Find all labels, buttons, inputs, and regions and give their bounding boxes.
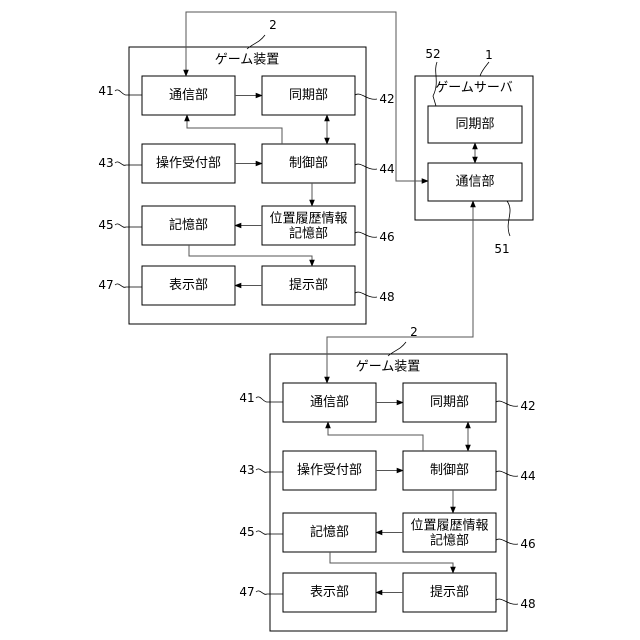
storage-unit-label: 記憶部 bbox=[310, 524, 349, 540]
storage-unit: 記憶部 bbox=[142, 206, 235, 245]
storage-unit: 記憶部 bbox=[283, 513, 376, 552]
comm-ref: 41 bbox=[98, 84, 113, 98]
control-unit-label: 制御部 bbox=[289, 156, 328, 171]
sync-unit-label: 同期部 bbox=[430, 395, 469, 410]
game-device-title: ゲーム装置 bbox=[215, 53, 280, 68]
display-unit: 表示部 bbox=[283, 573, 376, 612]
presenter-unit-label: 提示部 bbox=[430, 584, 469, 600]
comm-unit-label: 通信部 bbox=[169, 88, 208, 103]
control-unit-label: 制御部 bbox=[430, 463, 469, 478]
game-device-title: ゲーム装置 bbox=[356, 360, 421, 375]
storage-ref: 45 bbox=[239, 525, 254, 539]
display-unit-label: 表示部 bbox=[169, 278, 208, 293]
display-unit: 表示部 bbox=[142, 266, 235, 305]
storage-ref: 45 bbox=[98, 218, 113, 232]
comm-unit-label: 通信部 bbox=[310, 395, 349, 410]
control-ref: 44 bbox=[520, 469, 535, 483]
input-unit: 操作受付部 bbox=[283, 451, 376, 490]
game-device-1: ゲーム装置 2 通信部 同期部操作受付部 制御部記憶部 位置履歴情報記憶部表示部 提示部 41… bbox=[98, 18, 394, 324]
sync-ref: 42 bbox=[520, 399, 535, 413]
display-unit-label: 表示部 bbox=[310, 585, 349, 600]
control-unit: 制御部 bbox=[262, 144, 355, 183]
sync-ref: 42 bbox=[379, 92, 394, 106]
history-ref: 46 bbox=[379, 230, 394, 244]
input-unit-label: 操作受付部 bbox=[156, 155, 221, 171]
sync-unit: 同期部 bbox=[262, 76, 355, 115]
storage-to-presenter-arrow bbox=[189, 245, 312, 266]
presenter-unit: 提示部 bbox=[403, 573, 496, 612]
server-ref-leader bbox=[480, 62, 489, 76]
history-unit: 位置履歴情報記憶部 bbox=[262, 206, 355, 245]
input-ref: 43 bbox=[239, 463, 254, 477]
control-unit: 制御部 bbox=[403, 451, 496, 490]
input-ref: 43 bbox=[98, 156, 113, 170]
server-sync-unit: 同期部 bbox=[428, 106, 522, 143]
display-ref: 47 bbox=[239, 585, 254, 599]
presenter-ref: 48 bbox=[379, 290, 394, 304]
storage-unit-label: 記憶部 bbox=[169, 217, 208, 233]
server-comm-ref: 51 bbox=[494, 242, 509, 256]
game-device-ref: 2 bbox=[269, 18, 277, 32]
sync-unit: 同期部 bbox=[403, 383, 496, 422]
storage-to-presenter-arrow bbox=[330, 552, 453, 573]
presenter-unit-label: 提示部 bbox=[289, 277, 328, 293]
display-ref: 47 bbox=[98, 278, 113, 292]
game-server-ref: 1 bbox=[485, 48, 493, 62]
history-unit: 位置履歴情報記憶部 bbox=[403, 513, 496, 552]
control-ref: 44 bbox=[379, 162, 394, 176]
comm-unit: 通信部 bbox=[142, 76, 235, 115]
server-comm-unit-label: 通信部 bbox=[455, 175, 494, 190]
presenter-ref: 48 bbox=[520, 597, 535, 611]
server-comm-unit: 通信部 bbox=[428, 163, 522, 201]
server-comm-ref-leader bbox=[507, 201, 510, 236]
game-server: ゲームサーバ 1 同期部通信部 52 51 bbox=[415, 47, 533, 256]
presenter-unit: 提示部 bbox=[262, 266, 355, 305]
history-ref: 46 bbox=[520, 537, 535, 551]
comm-unit: 通信部 bbox=[283, 383, 376, 422]
comm-ref: 41 bbox=[239, 391, 254, 405]
game-device-2: ゲーム装置2通信部同期部操作受付部制御部記憶部位置履歴情報記憶部表示部提示部41… bbox=[239, 325, 535, 631]
input-unit: 操作受付部 bbox=[142, 144, 235, 183]
input-unit-label: 操作受付部 bbox=[297, 462, 362, 478]
server-sync-unit-label: 同期部 bbox=[455, 117, 494, 132]
control-to-comm-arrow bbox=[328, 422, 423, 451]
control-to-comm-arrow bbox=[187, 115, 282, 144]
game-server-title: ゲームサーバ bbox=[435, 81, 512, 96]
server-sync-ref: 52 bbox=[425, 47, 440, 61]
sync-unit-label: 同期部 bbox=[289, 88, 328, 103]
